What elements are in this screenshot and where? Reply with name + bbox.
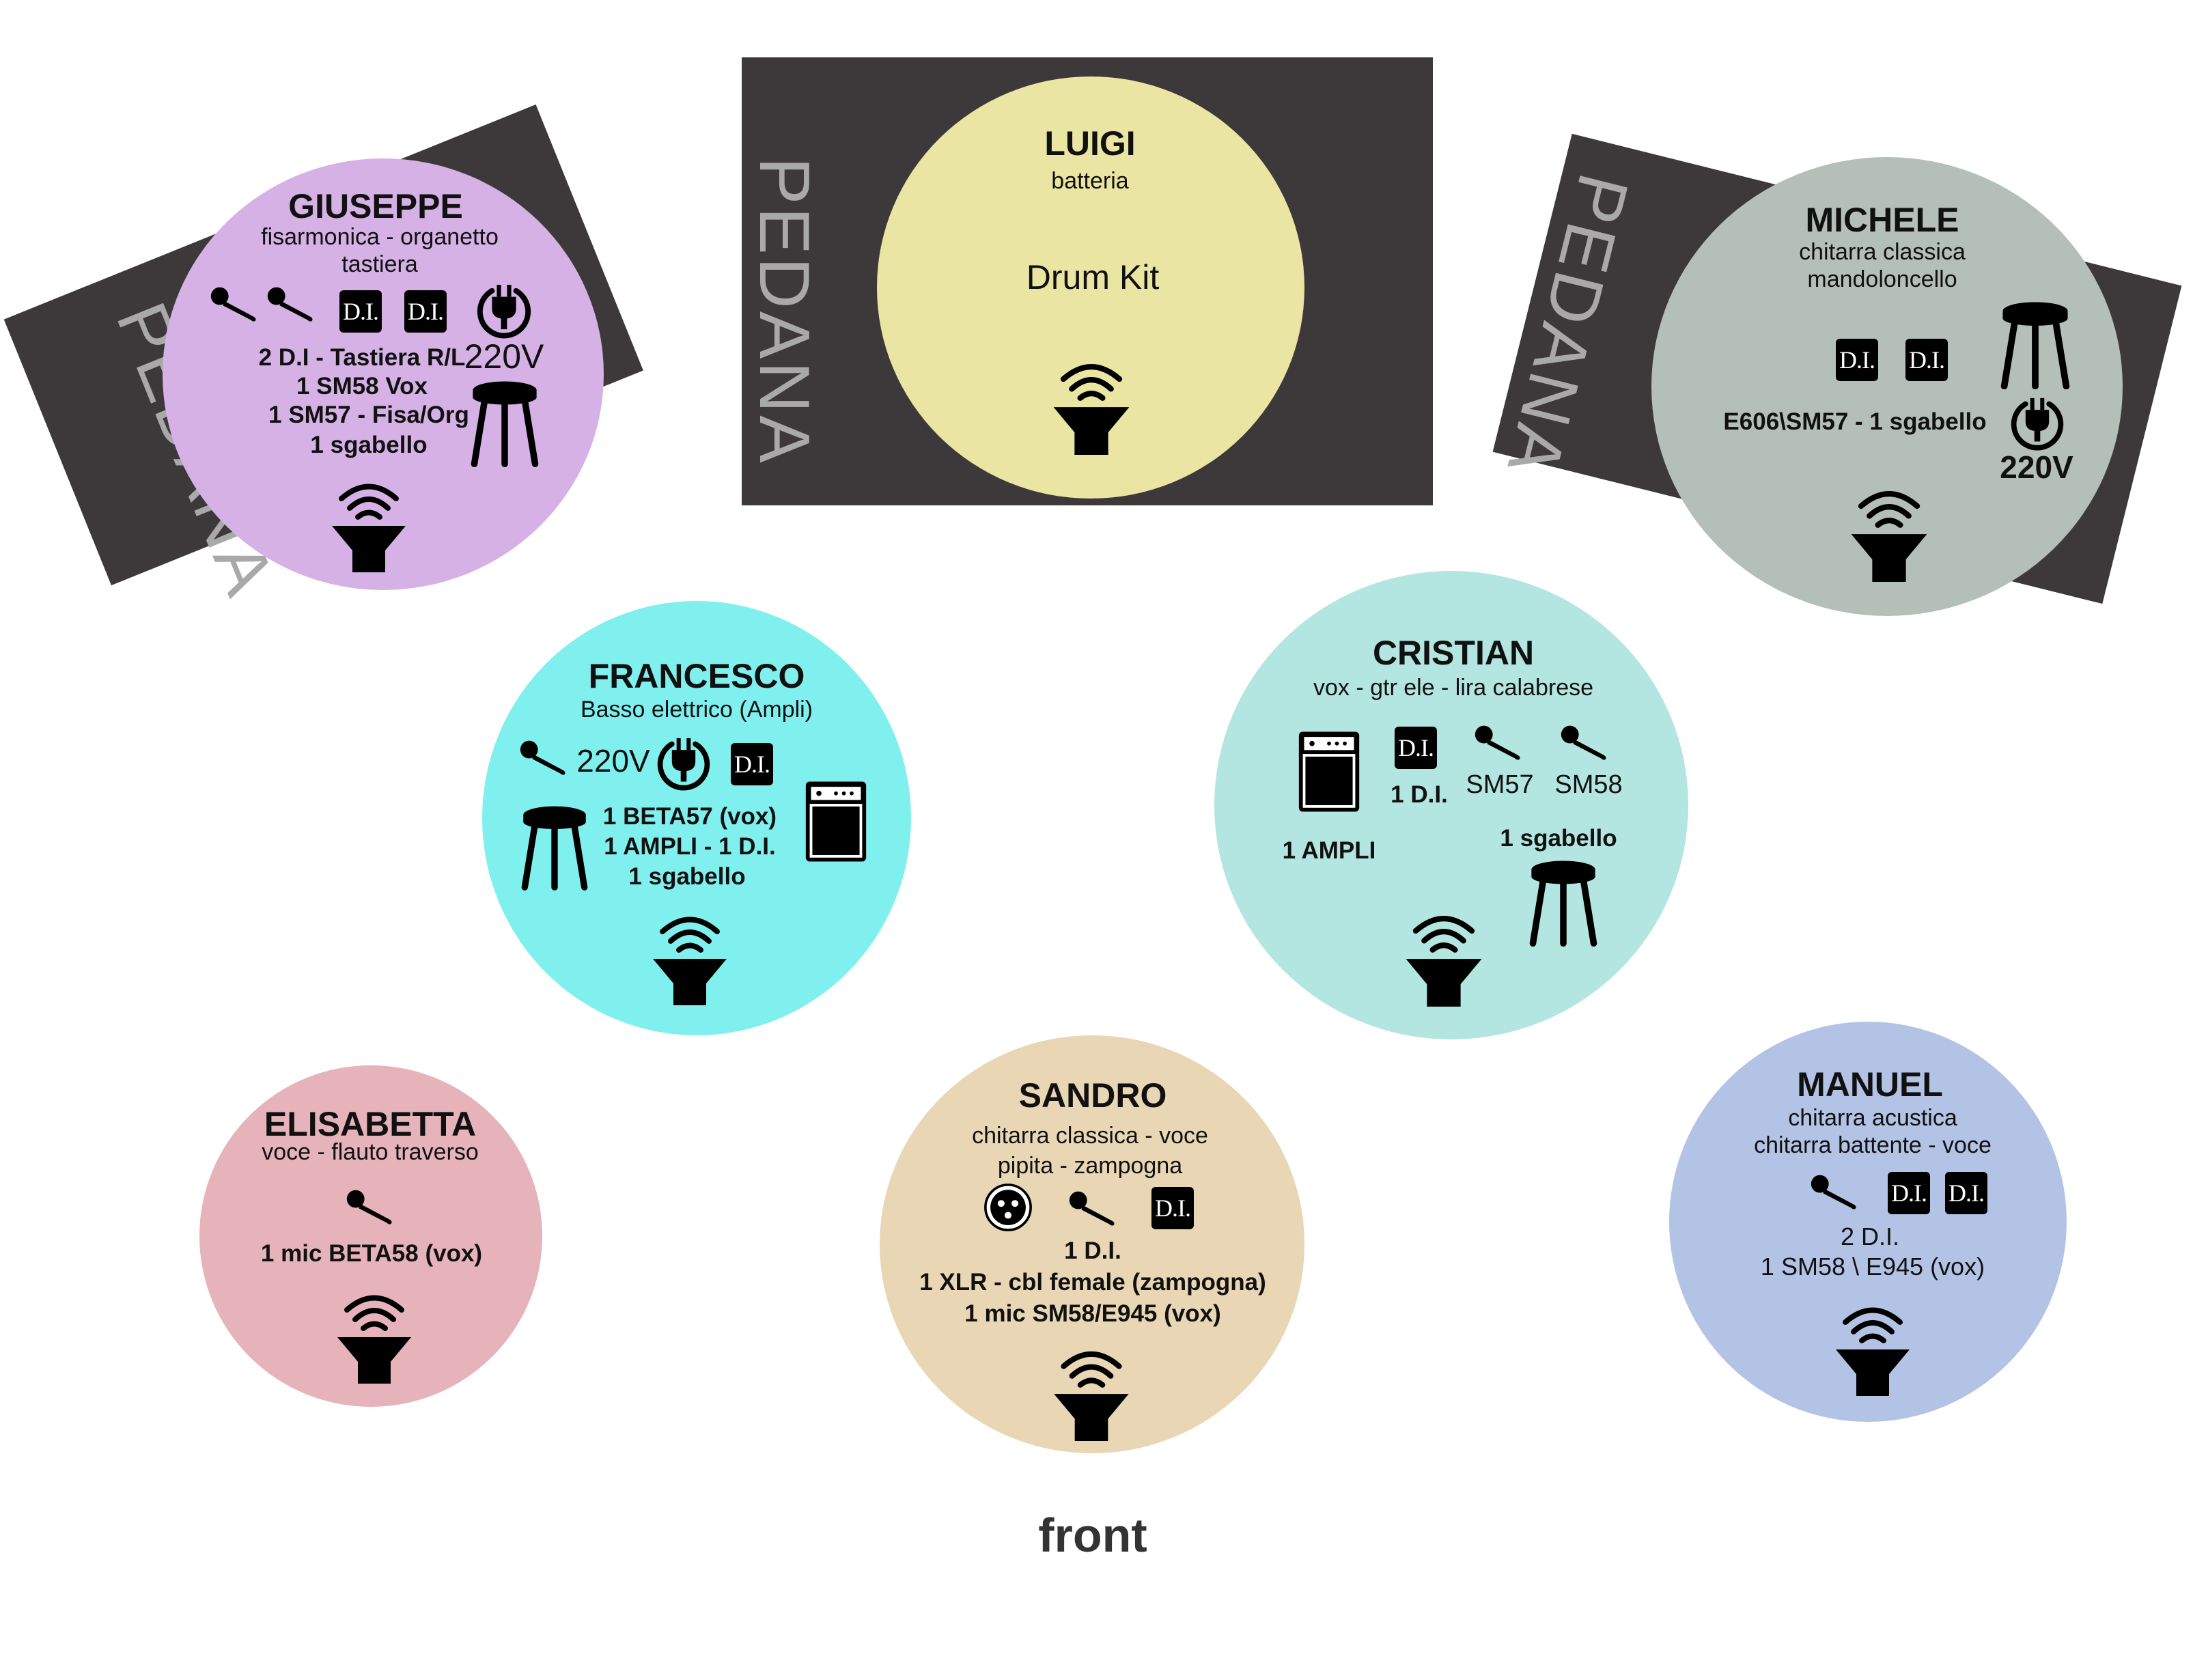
monitor-wedge-icon <box>1049 351 1134 456</box>
mic-icon <box>265 285 317 322</box>
di-box-icon: D.I. <box>404 290 447 333</box>
musician-instruments: Basso elettrico (Ampli) <box>580 697 813 723</box>
monitor-wedge-icon <box>649 904 731 1007</box>
monitor-wedge-icon <box>1832 1295 1914 1397</box>
di-box-icon: D.I. <box>1395 727 1437 769</box>
spec-line: 1 mic SM58/E945 (vox) <box>964 1300 1221 1327</box>
power-label: 220V <box>464 337 544 376</box>
spec-line: 1 SM58 \ E945 (vox) <box>1760 1252 1985 1280</box>
power-label: 220V <box>576 743 650 779</box>
stool-icon <box>519 804 590 891</box>
musician-name: SANDRO <box>1018 1076 1167 1115</box>
front-label: front <box>1038 1509 1147 1562</box>
mic-icon <box>208 285 260 322</box>
mic-icon <box>1472 724 1524 761</box>
monitor-wedge-icon <box>1401 903 1486 1008</box>
stool-icon <box>1998 300 2072 389</box>
spec-line: 1 sgabello <box>628 863 746 890</box>
mic-label: SM58 <box>1554 770 1623 799</box>
power-plug-icon <box>654 733 713 792</box>
mic-icon <box>344 1188 396 1225</box>
musician-instruments: pipita - zampogna <box>997 1153 1183 1179</box>
power-plug-icon <box>2008 393 2067 452</box>
musician-instruments: mandoloncello <box>1807 266 1957 292</box>
mic-icon <box>1808 1173 1860 1210</box>
monitor-wedge-icon <box>328 471 410 574</box>
musician-name: CRISTIAN <box>1372 634 1535 672</box>
monitor-wedge-icon <box>1847 478 1931 583</box>
musician-instruments: batteria <box>1051 168 1129 194</box>
stool-icon <box>1527 859 1600 947</box>
spec-line: 1 sgabello <box>310 432 428 458</box>
pedana-center-label: PEDANA <box>744 157 824 466</box>
power-plug-icon <box>474 280 534 340</box>
spec-line: 1 SM57 - Fisa/Org <box>268 402 469 428</box>
di-box-icon: D.I. <box>1151 1187 1194 1229</box>
ampli-label: 1 AMPLI <box>1282 837 1376 864</box>
di-box-icon: D.I. <box>339 290 382 333</box>
musician-instruments: chitarra acustica <box>1788 1105 1957 1131</box>
stool-label: 1 sgabello <box>1500 825 1617 852</box>
musician-instruments: chitarra classica - voce <box>972 1123 1208 1149</box>
di-box-icon: D.I. <box>1836 339 1878 381</box>
drum-kit-label: Drum Kit <box>1026 258 1160 296</box>
spec-line: E606\SM57 - 1 sgabello <box>1723 408 1987 435</box>
amplifier-icon <box>803 774 869 869</box>
musician-giuseppe <box>163 158 604 590</box>
di-box-icon: D.I. <box>1888 1172 1930 1214</box>
stool-icon <box>469 380 541 467</box>
musician-instruments: chitarra battente - voce <box>1754 1132 1992 1158</box>
musician-name: GIUSEPPE <box>288 187 463 225</box>
mic-label: SM57 <box>1466 770 1534 799</box>
spec-line: 2 D.I - Tastiera R/L <box>258 344 466 371</box>
musician-name: MICHELE <box>1805 201 1959 239</box>
musician-name: FRANCESCO <box>588 657 805 695</box>
musician-sandro <box>880 1035 1304 1453</box>
musician-instruments: tastiera <box>341 251 418 277</box>
spec-line: 1 BETA57 (vox) <box>602 803 777 830</box>
spec-line: 1 SM58 Vox <box>296 373 428 400</box>
di-box-icon: D.I. <box>731 743 773 785</box>
mic-icon <box>518 739 570 776</box>
musician-instruments: fisarmonica - organetto <box>261 224 499 250</box>
spec-line: 2 D.I. <box>1840 1222 1900 1250</box>
musician-name: LUIGI <box>1044 124 1136 163</box>
mic-icon <box>1067 1190 1119 1227</box>
di-box-icon: D.I. <box>1945 1172 1987 1214</box>
spec-line: 1 mic BETA58 (vox) <box>260 1240 483 1267</box>
musician-instruments: vox - gtr ele - lira calabrese <box>1313 675 1594 701</box>
monitor-wedge-icon <box>333 1283 415 1385</box>
spec-line: 1 D.I. <box>1064 1237 1121 1264</box>
monitor-wedge-icon <box>1049 1339 1134 1442</box>
di-box-icon: D.I. <box>1905 339 1948 381</box>
spec-line: 1 AMPLI - 1 D.I. <box>604 833 776 860</box>
musician-instruments: voce - flauto traverso <box>262 1139 479 1165</box>
di-count-label: 1 D.I. <box>1391 781 1448 808</box>
spec-line: 1 XLR - cbl female (zampogna) <box>919 1269 1266 1296</box>
xlr-connector-icon <box>983 1183 1033 1232</box>
power-label: 220V <box>2000 449 2073 485</box>
musician-name: ELISABETTA <box>264 1105 477 1143</box>
mic-icon <box>1559 724 1610 761</box>
amplifier-icon <box>1296 724 1362 820</box>
musician-name: MANUEL <box>1797 1065 1943 1104</box>
musician-instruments: chitarra classica <box>1799 239 1966 265</box>
